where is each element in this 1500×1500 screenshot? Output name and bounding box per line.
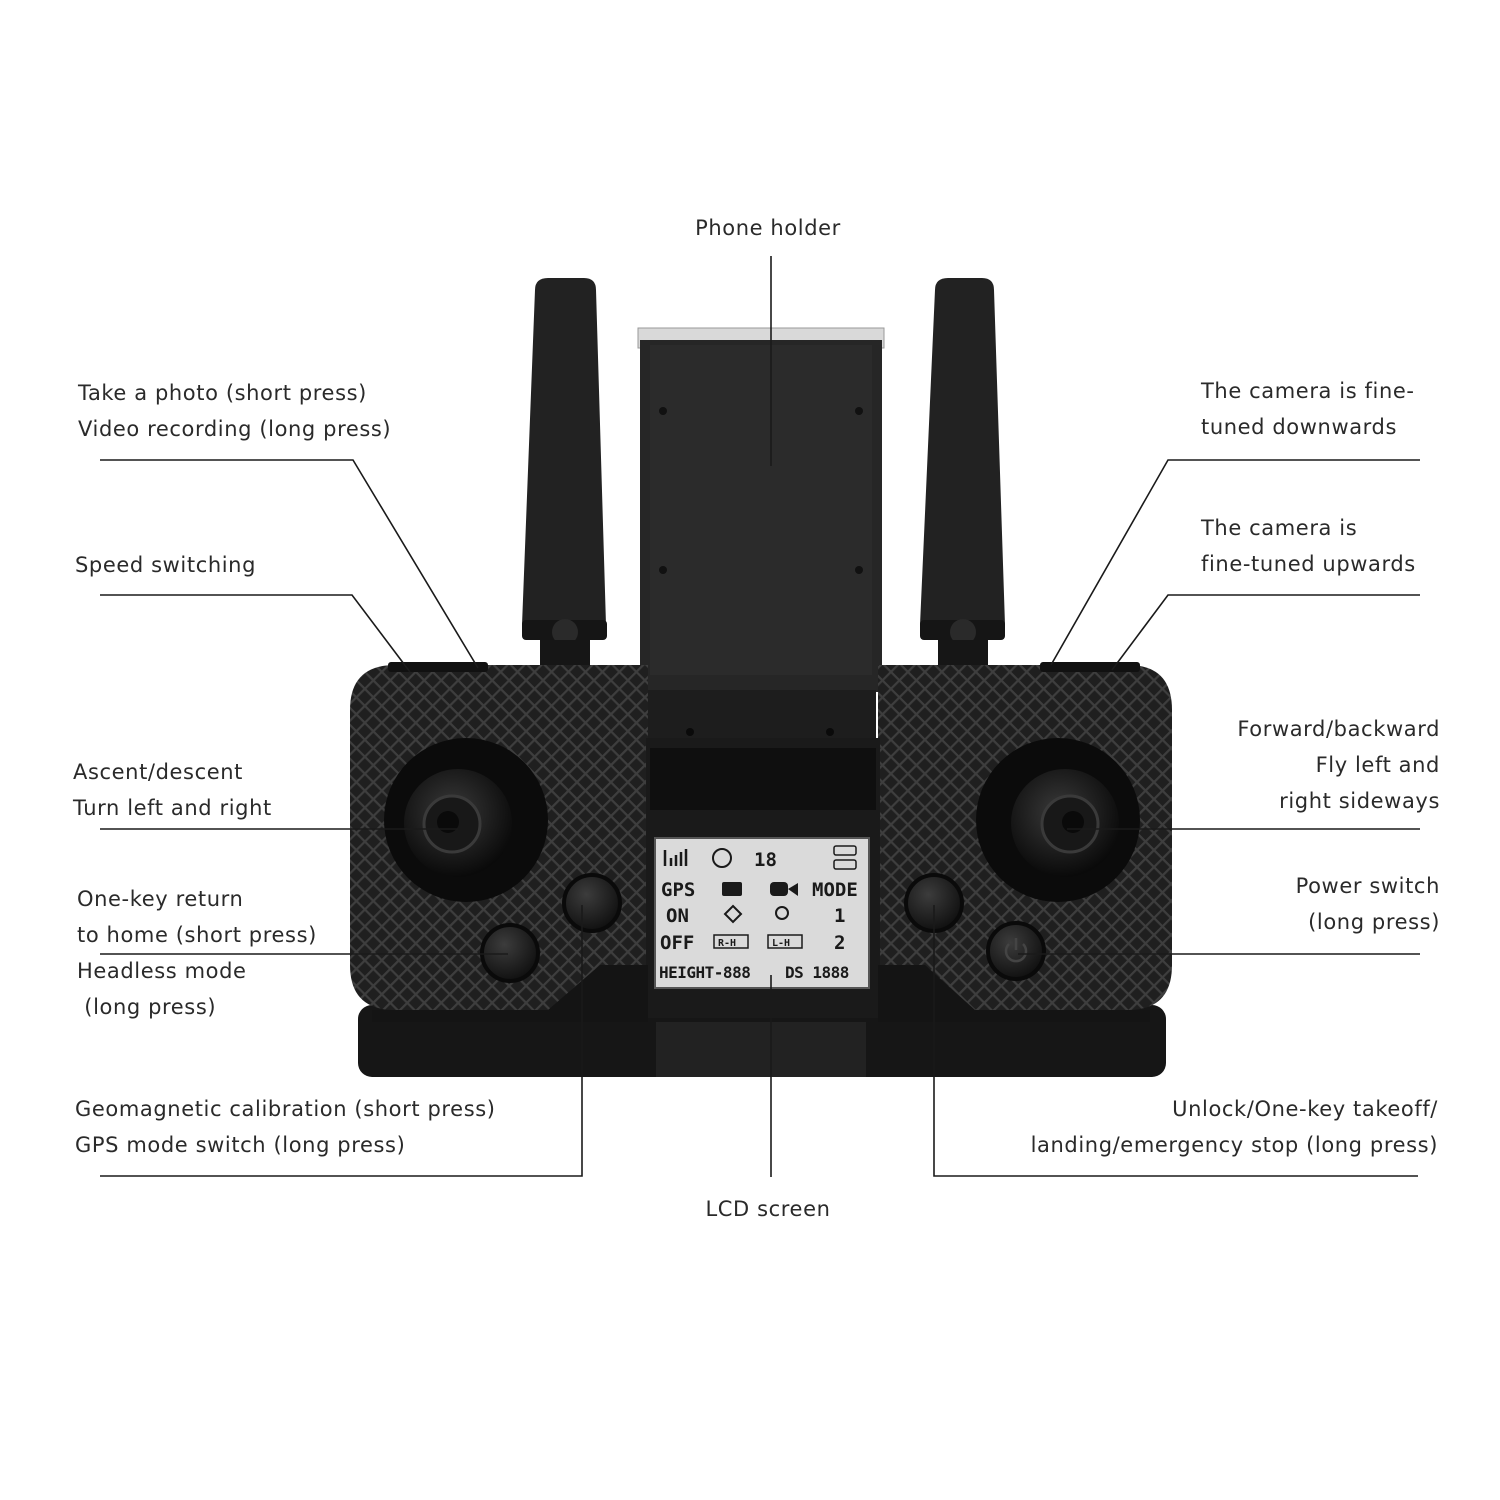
lcd-mode-1: 1 — [834, 905, 845, 927]
battery-icon — [833, 845, 857, 856]
phone-holder-label-text: Phone holder — [695, 216, 841, 240]
lcd-distance: DS 1888 — [785, 963, 849, 982]
leader-geomagnetic — [100, 905, 583, 1177]
lcd-height: HEIGHT-888 — [659, 963, 750, 982]
camera-down-line1: The camera is fine- — [1201, 379, 1415, 403]
geomagnetic-calibration-button[interactable] — [562, 873, 622, 933]
lcd-badge-right: L-H — [772, 938, 790, 949]
forward-line1: Forward/backward — [1237, 717, 1440, 741]
geomagnetic-line2: GPS mode switch (long press) — [75, 1133, 406, 1157]
take-photo-line2: Video recording (long press) — [78, 417, 392, 441]
power-label: Power switch (long press) — [1140, 868, 1440, 940]
headless-icon — [723, 904, 743, 924]
ascent-line2: Turn left and right — [73, 796, 272, 820]
leader-camera-down — [1050, 459, 1420, 666]
leader-camera-up — [1111, 594, 1420, 671]
power-line1: Power switch — [1295, 874, 1440, 898]
leader-lines — [100, 256, 1420, 1177]
compass-icon — [712, 848, 732, 868]
power-button[interactable] — [986, 921, 1046, 981]
speed-switching-label: Speed switching — [75, 547, 256, 583]
forward-label: Forward/backward Fly left and right side… — [1140, 711, 1440, 819]
lcd-screen-label: LCD screen — [668, 1191, 868, 1227]
unlock-label: Unlock/One-key takeoff/ landing/emergenc… — [990, 1091, 1438, 1163]
lcd-on-label: ON — [666, 905, 689, 927]
signal-icon — [663, 849, 688, 866]
unlock-line2: landing/emergency stop (long press) — [1030, 1133, 1438, 1157]
camera-icon — [722, 882, 742, 896]
phone-holder — [637, 327, 885, 740]
lcd-speed-value: 18 — [754, 849, 777, 871]
power-icon — [1004, 943, 1028, 963]
forward-line3: right sideways — [1279, 789, 1440, 813]
camera-up-line2: fine-tuned upwards — [1201, 552, 1416, 576]
video-icon — [770, 882, 788, 896]
right-antenna — [920, 278, 1005, 670]
forward-line2: Fly left and — [1315, 753, 1440, 777]
lcd-screen-label-text: LCD screen — [705, 1197, 831, 1221]
right-joystick[interactable] — [976, 738, 1140, 902]
take-photo-label: Take a photo (short press) Video recordi… — [78, 375, 391, 447]
return-home-line4: (long press) — [77, 995, 217, 1019]
return-home-button[interactable] — [480, 923, 540, 983]
lcd-mode-2: 2 — [834, 932, 845, 954]
lcd-gps-label: GPS — [661, 879, 695, 901]
geomagnetic-line1: Geomagnetic calibration (short press) — [75, 1097, 496, 1121]
lcd-screen: 18 GPS MODE ON 1 OFF R-H L-H 2 HEIGHT-88… — [654, 837, 870, 989]
camera-up-line1: The camera is — [1201, 516, 1358, 540]
leader-unlock — [933, 905, 1418, 1177]
power-line2: (long press) — [1308, 910, 1440, 934]
unlock-line1: Unlock/One-key takeoff/ — [1172, 1097, 1438, 1121]
phone-holder-label: Phone holder — [668, 210, 868, 246]
ascent-line1: Ascent/descent — [73, 760, 243, 784]
camera-down-line2: tuned downwards — [1201, 415, 1398, 439]
speed-switching-text: Speed switching — [75, 553, 257, 577]
return-home-label: One-key return to home (short press) Hea… — [77, 881, 317, 1025]
lcd-mode-label: MODE — [812, 879, 858, 901]
left-antenna — [522, 278, 607, 670]
return-home-line1: One-key return — [77, 887, 244, 911]
lcd-badge-left: R-H — [718, 938, 736, 949]
geomagnetic-label: Geomagnetic calibration (short press) GP… — [75, 1091, 496, 1163]
take-photo-line1: Take a photo (short press) — [78, 381, 367, 405]
camera-down-label: The camera is fine- tuned downwards — [1201, 373, 1415, 445]
ascent-label: Ascent/descent Turn left and right — [73, 754, 272, 826]
leader-speed-switching — [100, 594, 411, 673]
left-joystick[interactable] — [384, 738, 548, 902]
location-icon — [775, 906, 789, 920]
camera-up-label: The camera is fine-tuned upwards — [1201, 510, 1416, 582]
return-home-line2: to home (short press) — [77, 923, 317, 947]
leader-take-photo — [100, 459, 479, 669]
lcd-off-label: OFF — [660, 932, 694, 954]
return-home-line3: Headless mode — [77, 959, 247, 983]
